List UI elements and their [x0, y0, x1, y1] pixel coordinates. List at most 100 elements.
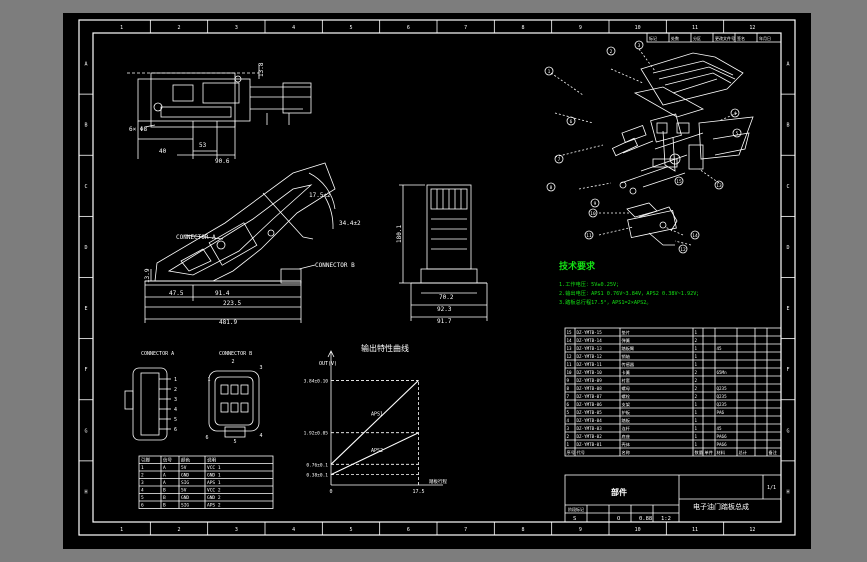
sheet-number: 1/1: [767, 485, 776, 491]
bom-cell: 15: [567, 330, 573, 335]
pin-table-cell: GND: [181, 473, 189, 479]
bom-cell: 销轴: [622, 353, 630, 360]
pin-table-cell: 3: [141, 480, 144, 486]
connector-b-pin: 1: [207, 377, 210, 383]
dim-481-9: 481.9: [219, 319, 237, 326]
balloon: [590, 198, 600, 208]
connector-a-pin: 1: [174, 377, 177, 383]
balloon: [690, 230, 700, 240]
bom-cell: 弹簧: [622, 337, 630, 344]
dim-hole: 6× Φ8: [129, 126, 147, 133]
bom-cell: 1: [695, 418, 698, 423]
bom-cell: DZ-YMTB-14: [577, 338, 603, 343]
stage-cell: 1:2: [661, 516, 671, 522]
bom-cell: 1: [695, 410, 698, 415]
frame-row-label: F: [786, 367, 789, 373]
bom-cell: 螺栓: [622, 393, 631, 400]
frame-row-label: F: [84, 367, 87, 373]
frame-row-label: E: [786, 306, 789, 312]
top-view-labels: 13.8 40 53 90.6 6× Φ8: [129, 62, 265, 165]
balloon-number: 12: [680, 247, 686, 253]
pin-table-header: 颜色: [181, 457, 190, 464]
bom-cell: 1: [695, 426, 698, 431]
bom-header: 单件: [705, 449, 713, 456]
pin-table-cell: SIG: [181, 503, 189, 509]
frame-col-label: 5: [349, 25, 352, 31]
connector-b-pin: 4: [259, 433, 262, 439]
bom-cell: 1: [695, 346, 698, 351]
pin-table-cell: 5V: [181, 465, 187, 471]
balloon: [588, 208, 598, 218]
bom-header: 序号: [567, 449, 575, 456]
bom-cell: 2: [695, 378, 698, 383]
balloon-number: 8: [550, 185, 553, 191]
connector-b-pin: 6: [205, 435, 208, 441]
balloon-number: 1: [548, 69, 551, 75]
balloon: [606, 46, 616, 56]
bom-cell: 2: [695, 370, 698, 375]
pin-table-cell: A: [163, 480, 166, 486]
bom-header: 备注: [769, 449, 778, 456]
bom-cell: DZ-YMTB-08: [577, 386, 603, 391]
balloon-number: 10: [590, 211, 596, 217]
balloon: [544, 66, 554, 76]
bom-cell: 1: [567, 442, 570, 447]
frame-row-label: B: [786, 123, 789, 129]
frame-col-label: 8: [521, 527, 524, 533]
top-view: [127, 65, 312, 159]
frame-row-label: H: [84, 489, 87, 495]
revision-label: 分区: [693, 35, 701, 41]
frame-row-label: D: [786, 245, 789, 251]
bom-cell: 6: [567, 402, 570, 407]
bom-cell: DZ-YMTB-13: [577, 346, 603, 351]
dim-92-3: 92.3: [437, 306, 452, 313]
connector-a-pin: 6: [174, 427, 177, 433]
bom-cell: 1: [695, 330, 698, 335]
chart-series-label: APS2: [371, 448, 383, 454]
frame-row-label: A: [786, 62, 789, 68]
frame-col-label: 10: [635, 527, 641, 533]
pin-table-cell: APS 2: [207, 503, 221, 509]
bom-cell: Q235: [717, 386, 728, 391]
output-chart: 输出特性曲线OUT(V)踏板行程3.84±0.101.92±0.050.76±0…: [304, 343, 448, 495]
pin-table-cell: 1: [141, 465, 144, 471]
connector-b-pin: 2: [231, 359, 234, 365]
side-view: [144, 162, 336, 323]
balloon: [584, 230, 594, 240]
exploded-view: [550, 48, 754, 246]
balloon-number: 9: [594, 201, 597, 207]
frame-col-label: 12: [749, 25, 755, 31]
dim-91-7: 91.7: [437, 318, 452, 325]
bom-cell: PA6: [717, 410, 725, 415]
bom-cell: DZ-YMTB-06: [577, 402, 603, 407]
balloon: [634, 40, 644, 50]
frame-col-label: 10: [635, 25, 641, 31]
pin-table-cell: 5V: [181, 488, 187, 494]
bom-cell: 连杆: [622, 425, 631, 432]
frame-col-label: 6: [407, 25, 410, 31]
pin-table-cell: GND 1: [207, 473, 221, 479]
frame-col-label: 12: [749, 527, 755, 533]
chart-y-tick: 0.38±0.1: [306, 473, 328, 479]
bom-cell: 12: [567, 354, 573, 359]
pin-table-cell: B: [163, 488, 166, 494]
frame-row-label: H: [786, 489, 789, 495]
frame-row-label: B: [84, 123, 87, 129]
bom-cell: 垫片: [622, 329, 630, 336]
chart-y-tick: 3.84±0.10: [304, 378, 329, 384]
stage-cell: O: [617, 516, 620, 522]
chart-y-tick: 0.76±0.1: [306, 462, 328, 468]
dim-13-9: 13.9: [144, 268, 151, 283]
frame-row-label: G: [786, 428, 789, 434]
revision-label: 标记: [649, 35, 657, 41]
bom-cell: 2: [567, 434, 570, 439]
bom-cell: 7: [567, 394, 570, 399]
frame-row-label: C: [84, 184, 87, 190]
tech-req-title: 技术要求: [559, 260, 596, 272]
revision-label: 年月日: [759, 35, 771, 41]
pin-table-cell: SIG: [181, 480, 189, 486]
frame-col-label: 7: [464, 527, 467, 533]
